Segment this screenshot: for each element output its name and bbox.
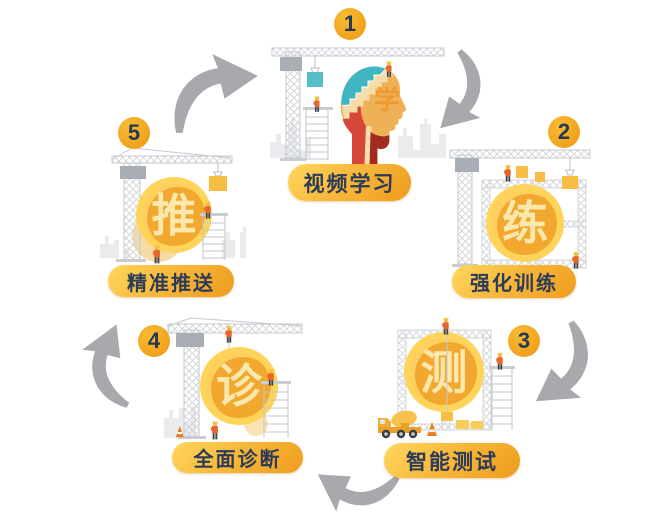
coin-icon: 测 — [404, 332, 484, 412]
step-label: 精准推送 — [108, 265, 234, 297]
step-label-text: 智能测试 — [406, 450, 498, 474]
worker-icon — [572, 251, 579, 269]
head-character: 学 — [374, 85, 400, 115]
step-label-text: 全面诊断 — [193, 449, 282, 471]
block-icon — [562, 176, 578, 189]
step-number: 4 — [147, 328, 161, 353]
worker-icon — [210, 421, 218, 440]
step-label-text: 精准推送 — [127, 272, 215, 295]
cycle-arrow-3-to-4 — [306, 437, 401, 514]
step-label: 视频学习 — [288, 164, 411, 201]
step-label-text: 强化训练 — [470, 273, 558, 295]
step-label-text: 视频学习 — [303, 172, 396, 196]
mixer-truck-icon — [378, 410, 421, 439]
coin-character: 诊 — [216, 360, 262, 412]
worker-icon — [225, 325, 232, 343]
worker-icon — [313, 96, 320, 112]
step-label: 全面诊断 — [172, 442, 303, 473]
step-number-badge: 3 — [508, 325, 540, 357]
step-number-badge: 2 — [548, 116, 580, 148]
block-icon — [516, 166, 528, 178]
step-number-badge: 4 — [138, 325, 170, 357]
step-number: 2 — [557, 119, 571, 144]
coin-icon: 练 — [486, 184, 564, 262]
step-number: 3 — [517, 328, 531, 353]
worker-icon — [504, 164, 511, 182]
step-label: 强化训练 — [452, 265, 576, 298]
tower-crane-icon — [271, 47, 445, 161]
traffic-cone-icon — [175, 426, 184, 438]
step-number: 5 — [127, 120, 141, 145]
scaffold-icon — [489, 366, 515, 430]
worker-icon — [496, 352, 503, 370]
coin-icon: 推 — [136, 177, 212, 253]
coin-character: 推 — [151, 189, 197, 241]
traffic-cone-icon — [427, 422, 437, 436]
scaffold-icon — [303, 107, 333, 160]
coin-icon: 诊 — [200, 347, 278, 425]
step-label: 智能测试 — [384, 443, 520, 478]
step-number-badge: 5 — [118, 117, 150, 149]
block-icon — [535, 172, 545, 182]
coin-character: 测 — [420, 345, 468, 399]
step-number: 1 — [343, 11, 357, 36]
coin-character: 练 — [502, 197, 548, 249]
worker-icon — [385, 61, 392, 77]
step-number-badge: 1 — [334, 8, 366, 40]
cycle-arrow-5-to-1 — [174, 53, 258, 133]
cycle-arrow-1-to-2 — [410, 48, 505, 142]
